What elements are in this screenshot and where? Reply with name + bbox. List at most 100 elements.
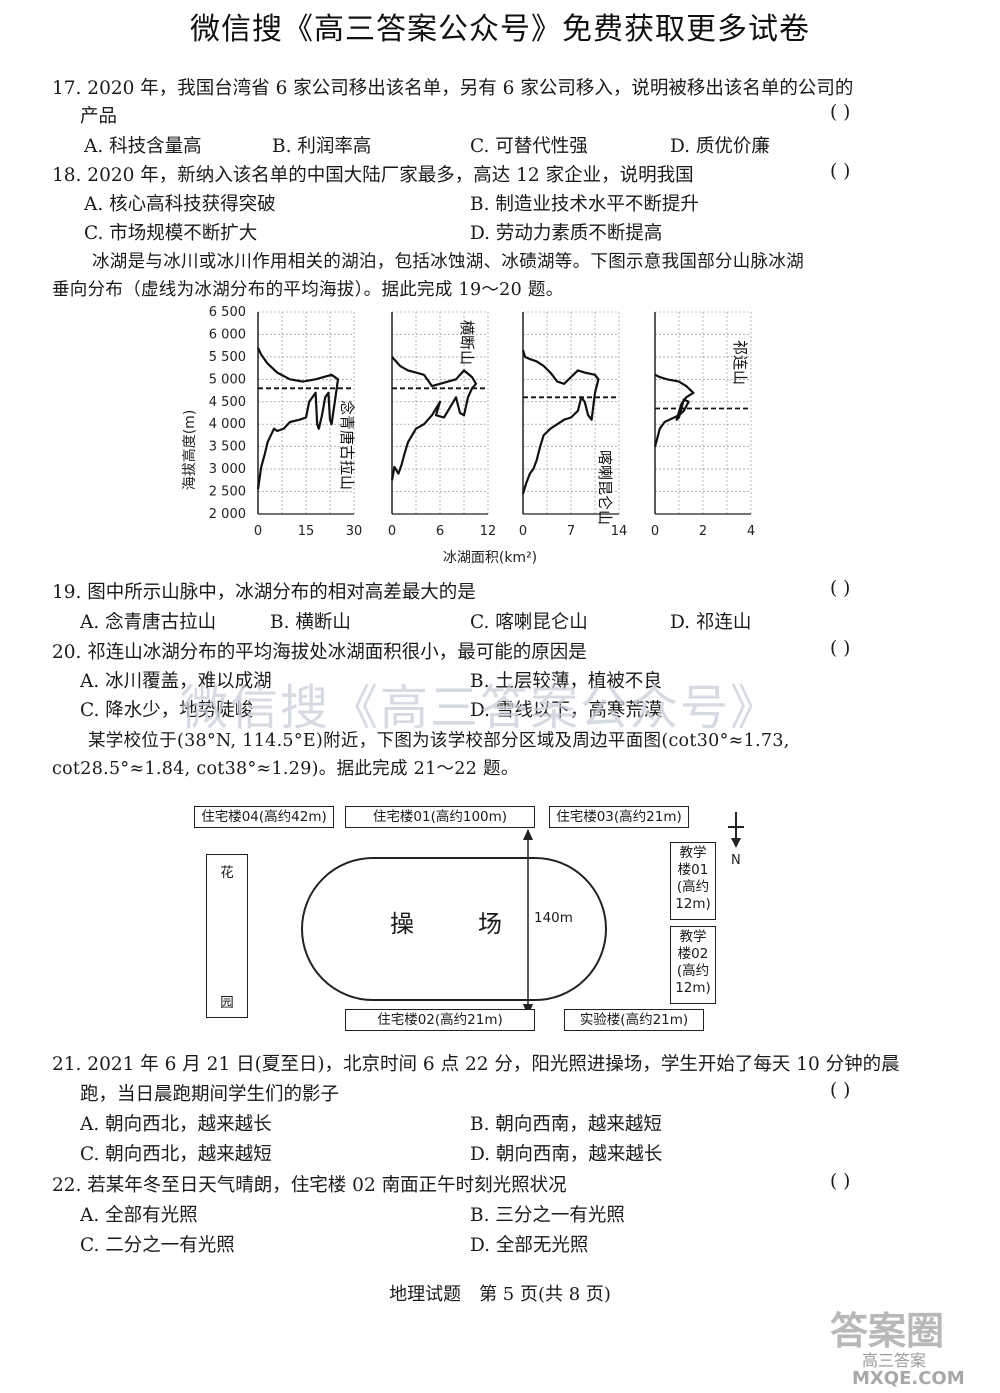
residential-building-04: 住宅楼04(高约42m)	[194, 806, 334, 828]
q19-option-d[interactable]: D. 祁连山	[670, 612, 752, 633]
y-tick-label: 3 000	[209, 462, 246, 477]
playground-track	[301, 829, 607, 1016]
y-tick-label: 5 500	[209, 350, 246, 365]
residential-building-02: 住宅楼02(高约21m)	[345, 1009, 535, 1031]
series-line	[521, 349, 600, 495]
distance-label: 140m	[534, 910, 573, 926]
y-tick-label: 6 500	[209, 305, 246, 320]
y-tick-label: 4 000	[209, 417, 246, 432]
q19-answer-paren: ( )	[830, 578, 851, 599]
logo-text-sub: 高三答案	[862, 1351, 926, 1370]
intro-21-22-line1: 某学校位于(38°N, 114.5°E)附近，下图为该学校部分区域及周边平面图(…	[88, 731, 790, 751]
y-axis-label: 海拔高度(m)	[181, 410, 198, 491]
teaching-building-02-line1: 教学	[679, 929, 707, 945]
y-tick-label: 2 500	[209, 485, 246, 500]
logo-text-main: 答案圈	[830, 1309, 944, 1353]
teaching-building-02-line3: (高约	[676, 963, 710, 979]
x-tick-label: 2	[699, 524, 707, 539]
intro-19-20-line1: 冰湖是与冰川或冰川作用相关的湖泊，包括冰蚀湖、冰碛湖等。下图示意我国部分山脉冰湖	[92, 252, 804, 272]
q21-answer-paren: ( )	[830, 1080, 851, 1101]
q21-option-d[interactable]: D. 朝向西南，越来越长	[470, 1144, 663, 1165]
q20-option-d[interactable]: D. 雪线以下，高寒荒漠	[470, 700, 663, 721]
y-tick-label: 2 000	[209, 507, 246, 522]
residential-building-01: 住宅楼01(高约100m)	[345, 806, 535, 828]
q18-option-b[interactable]: B. 制造业技术水平不断提升	[470, 194, 699, 215]
q21-stem-line1: 21. 2021 年 6 月 21 日(夏至日)，北京时间 6 点 22 分，阳…	[52, 1054, 900, 1075]
garden-label-top: 花	[220, 865, 234, 881]
x-tick-label: 4	[747, 524, 755, 539]
intro-21-22-line2: cot28.5°≈1.84, cot38°≈1.29)。据此完成 21～22 题…	[52, 759, 519, 779]
teaching-building-02: 教学 楼02 (高约 12m)	[670, 926, 716, 1004]
x-tick-label: 0	[388, 524, 396, 539]
panel-series-name: 喀喇昆仑山	[596, 450, 614, 525]
playground-label-1: 操	[390, 910, 414, 938]
q17-stem-line1: 17. 2020 年，我国台湾省 6 家公司移出该名单，另有 6 家公司移入，说…	[52, 78, 854, 99]
q19-stem: 19. 图中所示山脉中，冰湖分布的相对高差最大的是	[52, 582, 476, 603]
q22-option-d[interactable]: D. 全部无光照	[470, 1235, 589, 1256]
watermark-text: 微信搜《高三答案公众号》	[180, 680, 781, 736]
q18-answer-paren: ( )	[830, 161, 851, 182]
q17-option-c[interactable]: C. 可替代性强	[470, 136, 588, 157]
q20-option-a[interactable]: A. 冰川覆盖，难以成湖	[80, 671, 272, 692]
x-tick-label: 6	[436, 524, 444, 539]
q17-option-a[interactable]: A. 科技含量高	[84, 136, 202, 157]
q20-option-b[interactable]: B. 土层较薄，植被不良	[470, 671, 662, 692]
q18-stem: 18. 2020 年，新纳入该名单的中国大陆厂家最多，高达 12 家企业，说明我…	[52, 165, 694, 186]
panel-series-name: 祁连山	[731, 340, 749, 385]
q19-option-c[interactable]: C. 喀喇昆仑山	[470, 612, 588, 633]
teaching-building-02-line2: 楼02	[677, 946, 709, 962]
x-tick-label: 0	[254, 524, 262, 539]
site-logo: 答案圈 高三答案 MXQE.COM	[830, 1309, 965, 1388]
q22-option-a[interactable]: A. 全部有光照	[80, 1205, 198, 1226]
q21-option-c[interactable]: C. 朝向西北，越来越短	[80, 1144, 272, 1165]
garden-label-bottom: 园	[220, 995, 234, 1011]
q21-option-b[interactable]: B. 朝向西南，越来越短	[470, 1114, 662, 1135]
q21-stem-line2: 跑，当日晨跑期间学生们的影子	[80, 1084, 340, 1105]
teaching-building-01-line3: (高约	[676, 879, 710, 895]
q18-option-a[interactable]: A. 核心高科技获得突破	[84, 194, 276, 215]
y-tick-label: 6 000	[209, 327, 246, 342]
q17-option-b[interactable]: B. 利润率高	[272, 136, 372, 157]
x-tick-label: 14	[611, 524, 628, 539]
series-line	[653, 373, 695, 447]
q19-option-b[interactable]: B. 横断山	[270, 612, 351, 633]
teaching-building-01-line1: 教学	[679, 845, 707, 861]
panel-series-name: 念青唐古拉山	[338, 400, 356, 490]
logo-url: MXQE.COM	[852, 1368, 965, 1388]
lab-building: 实验楼(高约21m)	[564, 1009, 704, 1031]
q22-option-b[interactable]: B. 三分之一有光照	[470, 1205, 625, 1226]
x-tick-label: 0	[519, 524, 527, 539]
q20-answer-paren: ( )	[830, 638, 851, 659]
x-tick-label: 15	[298, 524, 315, 539]
q17-answer-paren: ( )	[830, 102, 851, 123]
north-arrow: N	[728, 812, 744, 868]
series-line	[256, 347, 340, 490]
q17-option-d[interactable]: D. 质优价廉	[670, 136, 770, 157]
school-map: 住宅楼04(高约42m) 住宅楼01(高约100m) 住宅楼03(高约21m) …	[190, 800, 750, 1040]
x-tick-label: 12	[480, 524, 497, 539]
playground-label-2: 场	[478, 910, 502, 938]
q22-stem: 22. 若某年冬至日天气晴朗，住宅楼 02 南面正午时刻光照状况	[52, 1175, 567, 1196]
q21-option-a[interactable]: A. 朝向西北，越来越长	[80, 1114, 272, 1135]
intro-19-20-line2: 垂向分布（虚线为冰湖分布的平均海拔）。据此完成 19～20 题。	[52, 280, 564, 300]
q17-stem-line2: 产品	[80, 106, 118, 127]
y-tick-label: 4 500	[209, 395, 246, 410]
north-label: N	[731, 853, 741, 868]
q22-option-c[interactable]: C. 二分之一有光照	[80, 1235, 235, 1256]
series-line	[390, 356, 478, 481]
x-tick-label: 0	[651, 524, 659, 539]
panel-series-name: 横断山	[458, 320, 476, 365]
teaching-building-02-line4: 12m)	[675, 980, 711, 996]
q22-answer-paren: ( )	[830, 1171, 851, 1192]
residential-building-03: 住宅楼03(高约21m)	[549, 806, 689, 828]
q20-option-c[interactable]: C. 降水少，地势陡峻	[80, 700, 254, 721]
q19-option-a[interactable]: A. 念青唐古拉山	[80, 612, 217, 633]
q20-stem: 20. 祁连山冰湖分布的平均海拔处冰湖面积很小，最可能的原因是	[52, 642, 587, 663]
x-axis-label: 冰湖面积(km²)	[443, 550, 537, 566]
page-footer: 地理试题 第 5 页(共 8 页)	[389, 1284, 611, 1305]
q18-option-c[interactable]: C. 市场规模不断扩大	[84, 223, 258, 244]
q18-option-d[interactable]: D. 劳动力素质不断提高	[470, 223, 663, 244]
